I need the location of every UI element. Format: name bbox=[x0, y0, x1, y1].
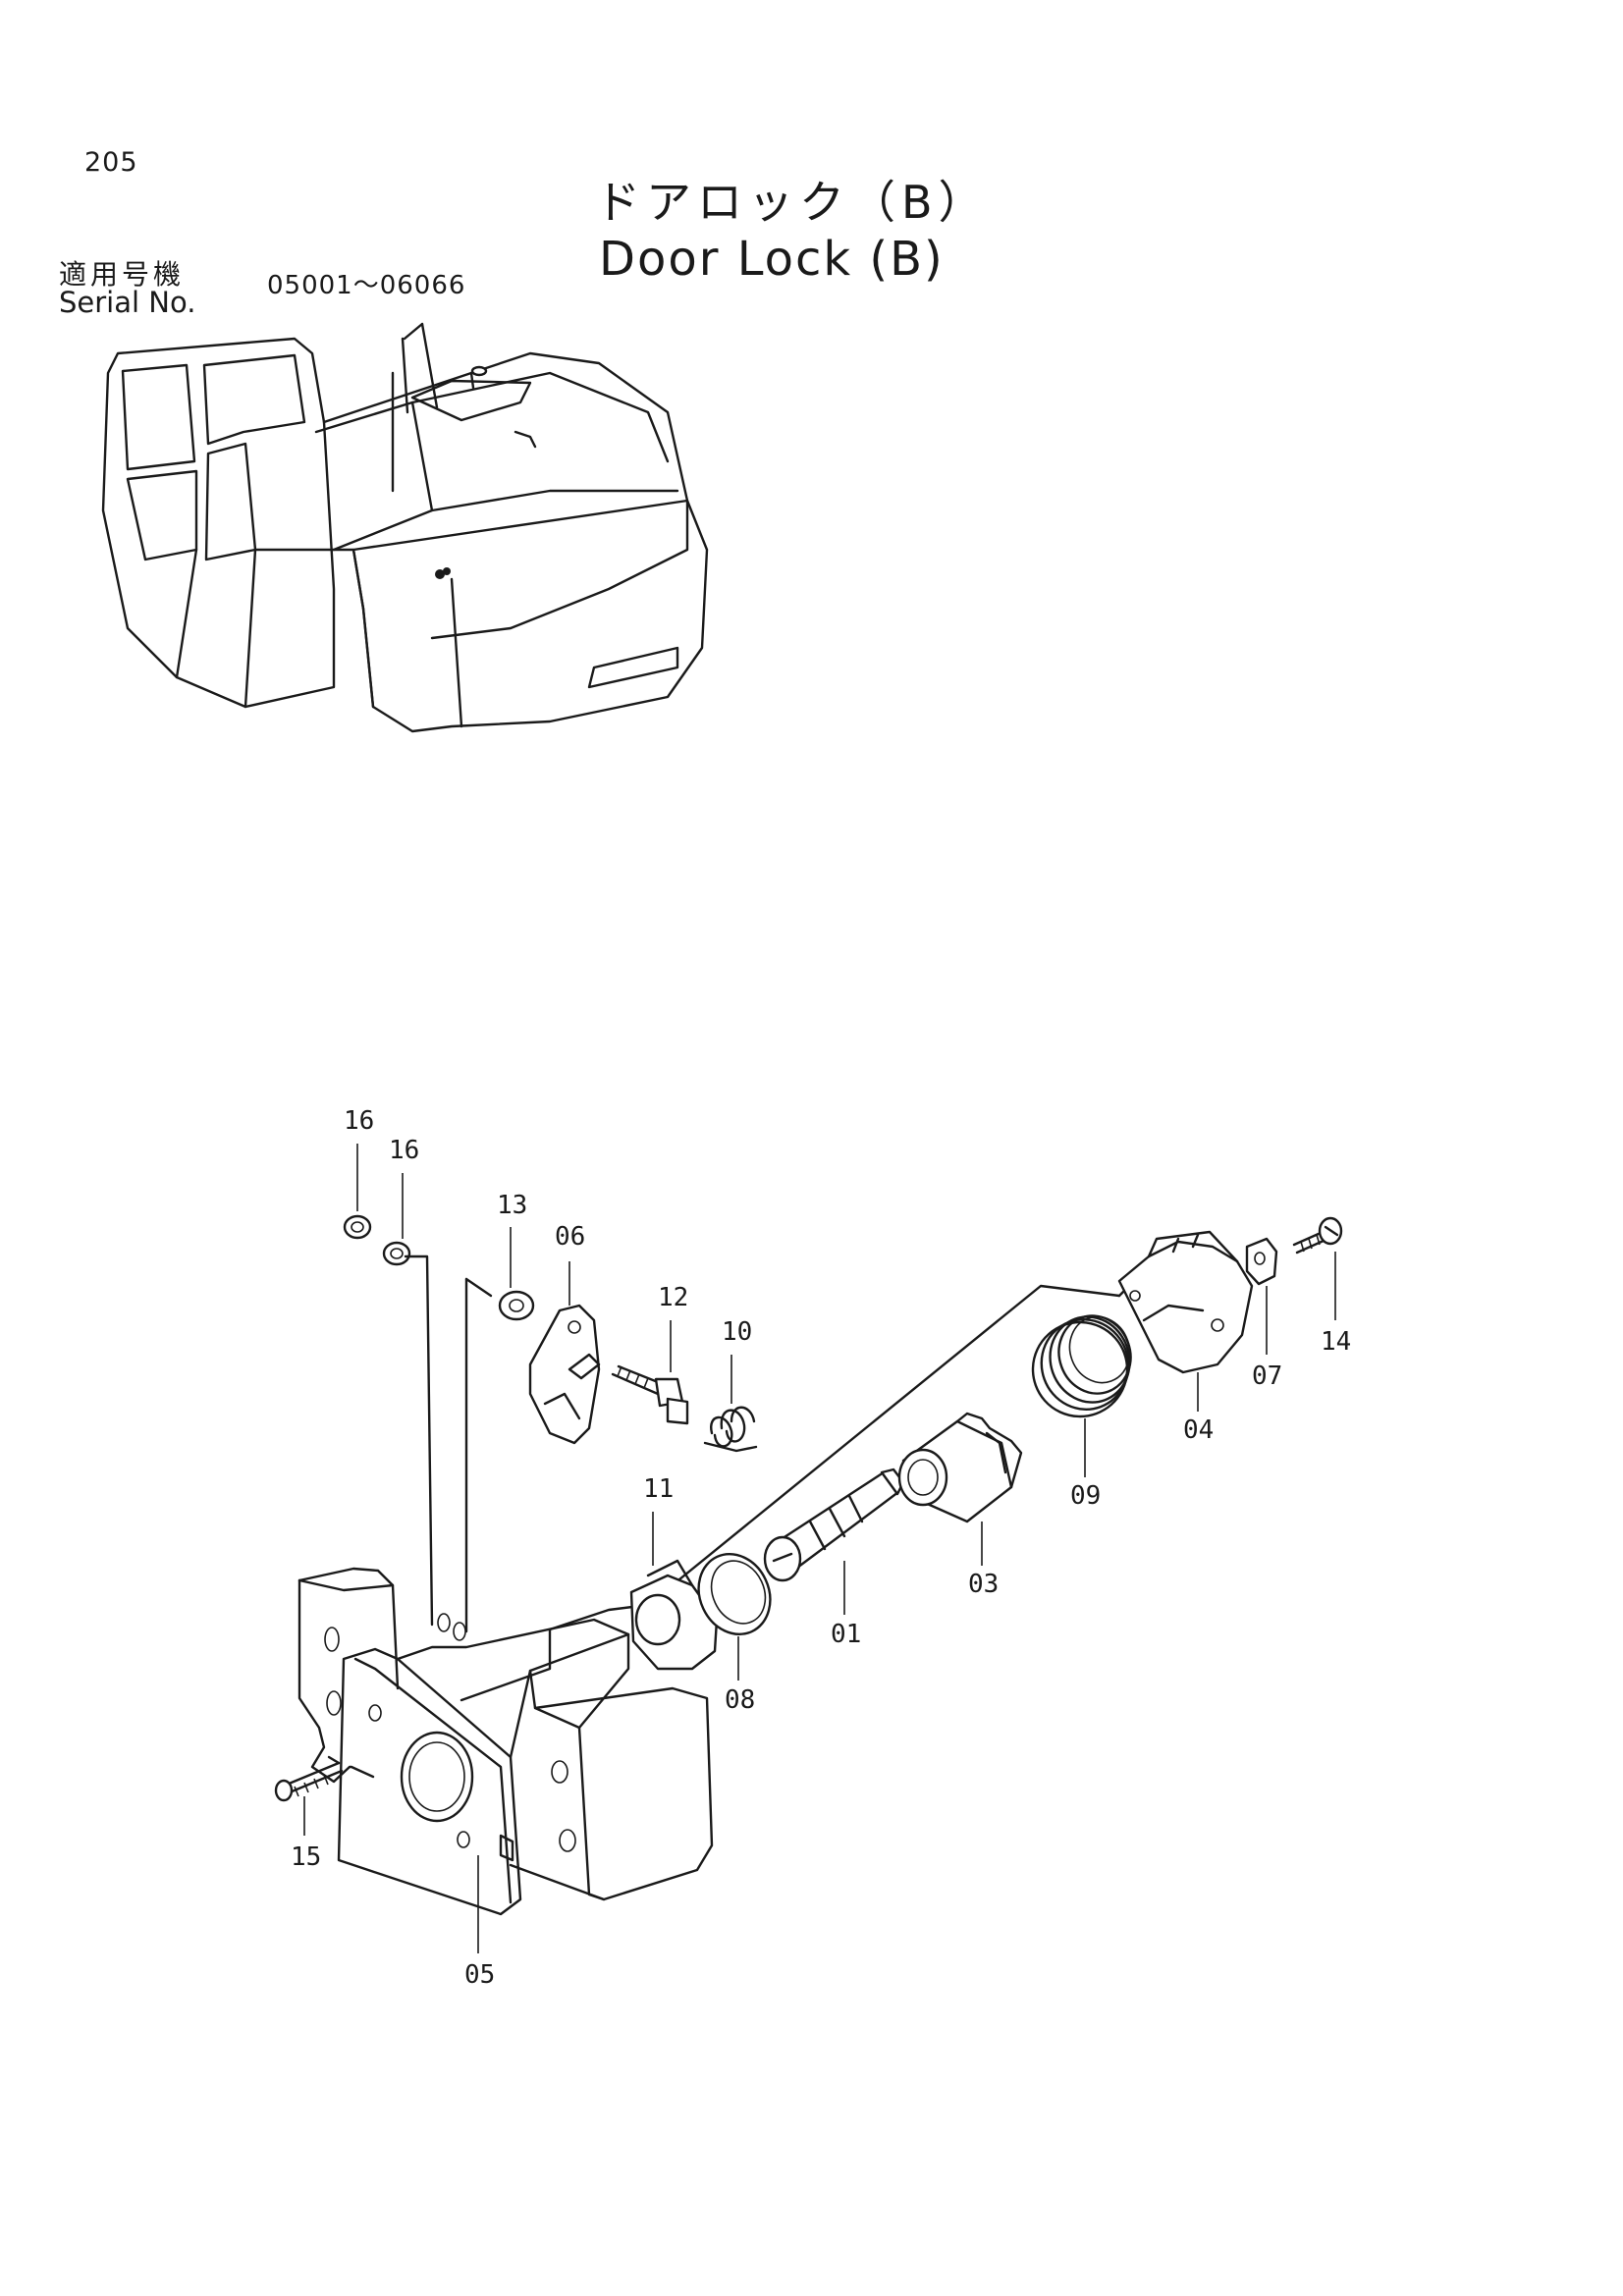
callout-06: 06 bbox=[555, 1222, 585, 1252]
title-japanese: ドアロック（B） bbox=[595, 176, 990, 229]
door-lock-assembly bbox=[274, 1144, 1343, 1953]
callout-07: 07 bbox=[1252, 1362, 1282, 1391]
callout-01: 01 bbox=[831, 1620, 861, 1649]
callout-10: 10 bbox=[722, 1317, 752, 1347]
callout-14: 14 bbox=[1321, 1327, 1351, 1357]
callout-08: 08 bbox=[725, 1685, 755, 1715]
serial-range: 05001～06066 bbox=[267, 271, 466, 300]
callout-11: 11 bbox=[643, 1474, 674, 1504]
callout-16a: 16 bbox=[344, 1106, 374, 1136]
page-number: 205 bbox=[84, 147, 138, 178]
serial-label-japanese: 適用号機 bbox=[59, 258, 186, 291]
machine-overview-sketch bbox=[101, 322, 709, 733]
title-english: Door Lock (B) bbox=[599, 232, 945, 287]
serial-label-english: Serial No. bbox=[59, 286, 196, 319]
callout-15: 15 bbox=[291, 1842, 321, 1872]
callout-09: 09 bbox=[1070, 1481, 1101, 1511]
callout-16b: 16 bbox=[389, 1136, 419, 1165]
callout-03: 03 bbox=[968, 1570, 999, 1599]
callout-13: 13 bbox=[497, 1191, 527, 1220]
callout-04: 04 bbox=[1183, 1415, 1214, 1445]
callout-12: 12 bbox=[658, 1283, 688, 1312]
callout-05: 05 bbox=[464, 1960, 495, 1990]
